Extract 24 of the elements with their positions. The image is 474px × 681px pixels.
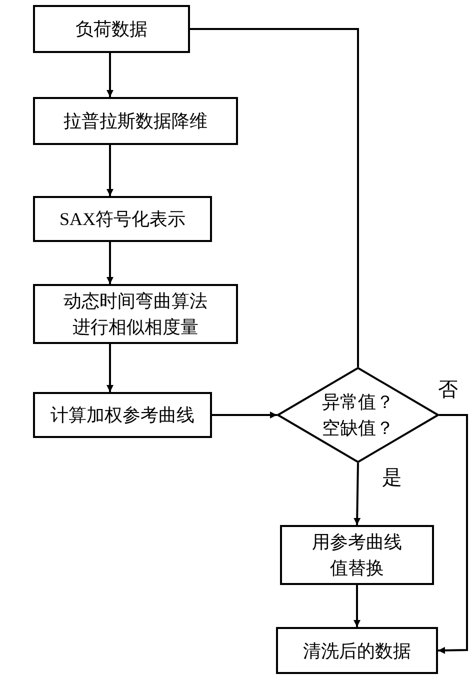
process-box (280, 525, 434, 585)
process-box (33, 392, 212, 438)
node-text: 清洗后的数据 (303, 640, 411, 662)
arrow (354, 462, 361, 526)
process-box (33, 284, 238, 344)
node-text: 动态时间弯曲算法进行相似相度量 (62, 290, 208, 339)
process-box (33, 5, 190, 53)
arrow (212, 412, 277, 418)
process-box (33, 196, 212, 242)
node-text: SAX符号化表示 (59, 208, 186, 231)
node-text: 计算加权参考曲线 (50, 404, 194, 427)
arrow (106, 53, 114, 97)
process-box (33, 97, 238, 145)
arrow (438, 414, 468, 654)
node-text: 负荷数据 (76, 18, 148, 41)
process-box (276, 627, 438, 674)
arrow (106, 344, 114, 392)
node-text: 用参考曲线值替换 (311, 531, 403, 580)
node-text: 拉普拉斯数据降维 (64, 110, 208, 133)
node-text: 异常值？空缺值？ (321, 391, 395, 440)
arrow (106, 145, 114, 196)
edge-label: 是 (380, 466, 404, 490)
arrow (354, 585, 360, 627)
arrow (106, 242, 114, 284)
